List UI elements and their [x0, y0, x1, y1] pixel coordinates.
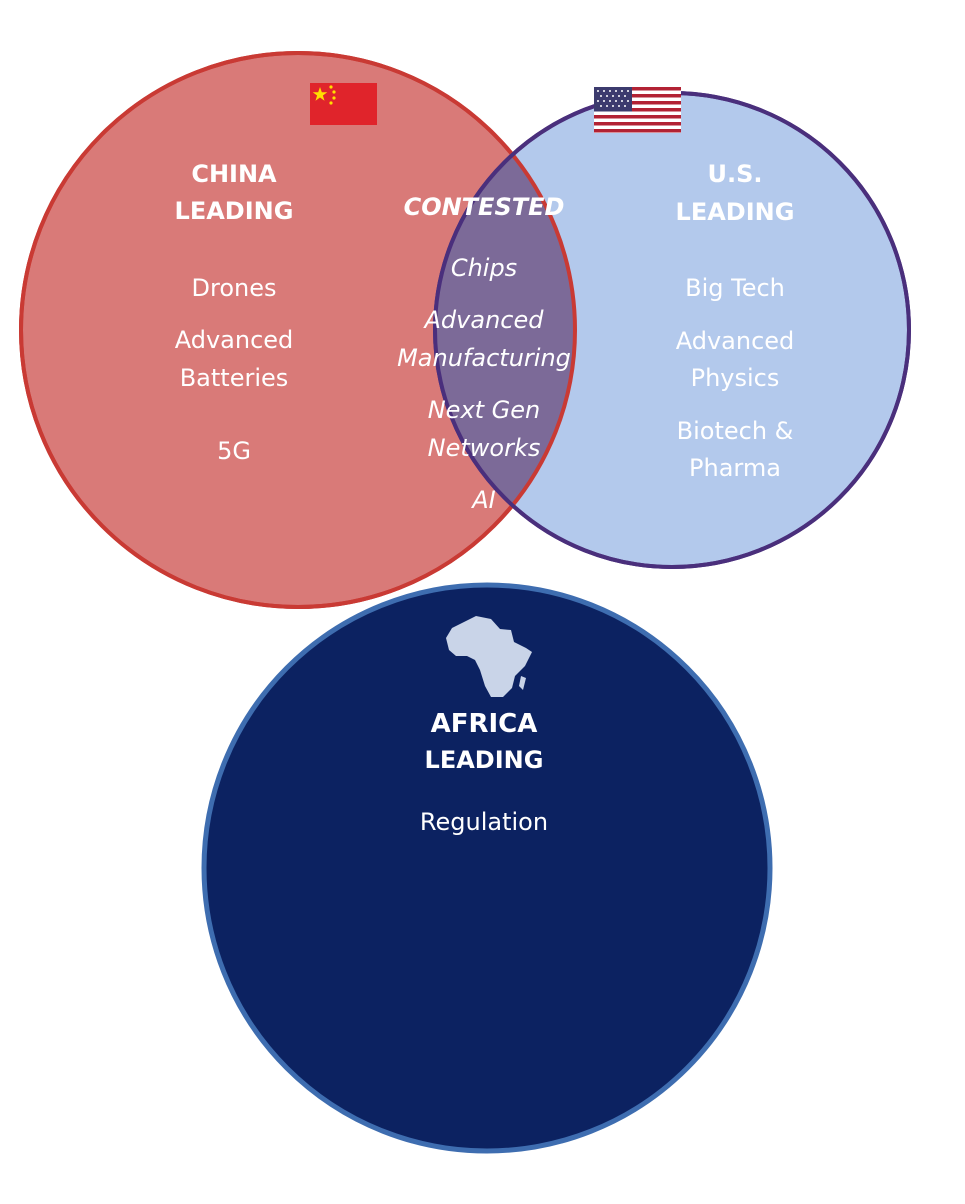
us-item-advanced: Advanced [676, 327, 795, 355]
africa-title-line1: AFRICA [431, 709, 538, 739]
africa-circle [201, 582, 773, 1154]
us-title-line2: LEADING [676, 198, 795, 226]
contested-item-networks: Networks [428, 434, 541, 462]
china-circle-outline [19, 51, 577, 609]
china-item-5g: 5G [217, 437, 251, 465]
africa-item-regulation: Regulation [420, 808, 548, 836]
contested-item-ai: AI [470, 486, 496, 514]
us-title-line1: U.S. [707, 160, 762, 188]
contested-item-advanced: Advanced [423, 306, 545, 334]
us-item-physics: Physics [691, 364, 780, 392]
contested-title: CONTESTED [404, 193, 565, 221]
china-item-drones: Drones [192, 274, 277, 302]
contested-item-manufacturing: Manufacturing [397, 344, 571, 372]
madagascar-shape [519, 676, 526, 690]
africa-title-line2: LEADING [425, 746, 544, 774]
us-flag-icon [594, 87, 681, 133]
china-flag-icon [310, 83, 377, 125]
africa-map-icon [446, 616, 532, 697]
china-title-line2: LEADING [175, 197, 294, 225]
us-item-biotech: Biotech & [677, 417, 794, 445]
contested-item-next-gen: Next Gen [428, 396, 541, 424]
us-item-big-tech: Big Tech [685, 274, 785, 302]
us-item-pharma: Pharma [689, 454, 781, 482]
china-item-advanced: Advanced [175, 326, 294, 354]
contested-item-chips: Chips [451, 254, 517, 282]
china-title-line1: CHINA [191, 160, 277, 188]
china-item-batteries: Batteries [180, 364, 289, 392]
